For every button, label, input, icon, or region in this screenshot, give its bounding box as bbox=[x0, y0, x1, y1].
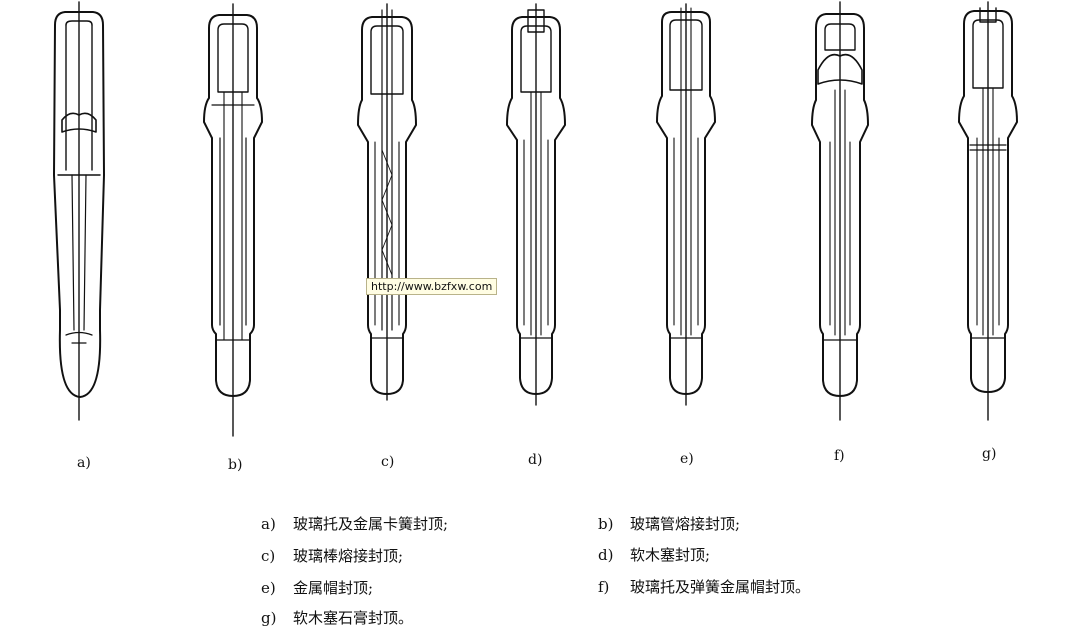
caption-c: c) 玻璃棒熔接封顶; bbox=[261, 545, 403, 566]
caption-key: g) bbox=[261, 609, 277, 627]
caption-g: g) 软木塞石膏封顶。 bbox=[261, 607, 413, 628]
caption-e: e) 金属帽封顶; bbox=[261, 577, 373, 598]
thermometer-d bbox=[506, 3, 566, 406]
figure-label-e: e) bbox=[680, 451, 694, 467]
caption-key: b) bbox=[598, 515, 614, 533]
caption-key: f) bbox=[598, 578, 610, 596]
caption-f: f) 玻璃托及弹簧金属帽封顶。 bbox=[598, 576, 810, 597]
caption-text: 玻璃托及金属卡簧封顶; bbox=[293, 515, 449, 533]
watermark-url: http://www.bzfxw.com bbox=[366, 278, 498, 295]
caption-key: a) bbox=[261, 515, 276, 533]
caption-text: 金属帽封顶; bbox=[293, 579, 374, 597]
thermometer-c bbox=[357, 3, 417, 401]
caption-a: a) 玻璃托及金属卡簧封顶; bbox=[261, 513, 448, 534]
thermometer-figure bbox=[53, 1, 1018, 437]
thermometer-b bbox=[203, 3, 263, 437]
figure-label-g: g) bbox=[982, 446, 997, 462]
thermometer-a bbox=[53, 1, 105, 421]
caption-key: d) bbox=[598, 546, 614, 564]
caption-b: b) 玻璃管熔接封顶; bbox=[598, 513, 740, 534]
caption-key: c) bbox=[261, 547, 276, 565]
caption-d: d) 软木塞封顶; bbox=[598, 544, 710, 565]
figure-label-f: f) bbox=[834, 448, 845, 464]
thermometer-e bbox=[656, 3, 716, 406]
caption-text: 软木塞封顶; bbox=[630, 546, 711, 564]
caption-text: 玻璃托及弹簧金属帽封顶。 bbox=[630, 578, 811, 596]
caption-text: 软木塞石膏封顶。 bbox=[293, 609, 414, 627]
figure-label-c: c) bbox=[381, 454, 395, 470]
figure-label-d: d) bbox=[528, 452, 543, 468]
caption-text: 玻璃棒熔接封顶; bbox=[293, 547, 404, 565]
caption-text: 玻璃管熔接封顶; bbox=[630, 515, 741, 533]
figure-label-a: a) bbox=[77, 455, 91, 471]
caption-key: e) bbox=[261, 579, 276, 597]
thermometer-g bbox=[958, 1, 1018, 421]
thermometer-f bbox=[811, 1, 869, 421]
figure-label-b: b) bbox=[228, 457, 243, 473]
